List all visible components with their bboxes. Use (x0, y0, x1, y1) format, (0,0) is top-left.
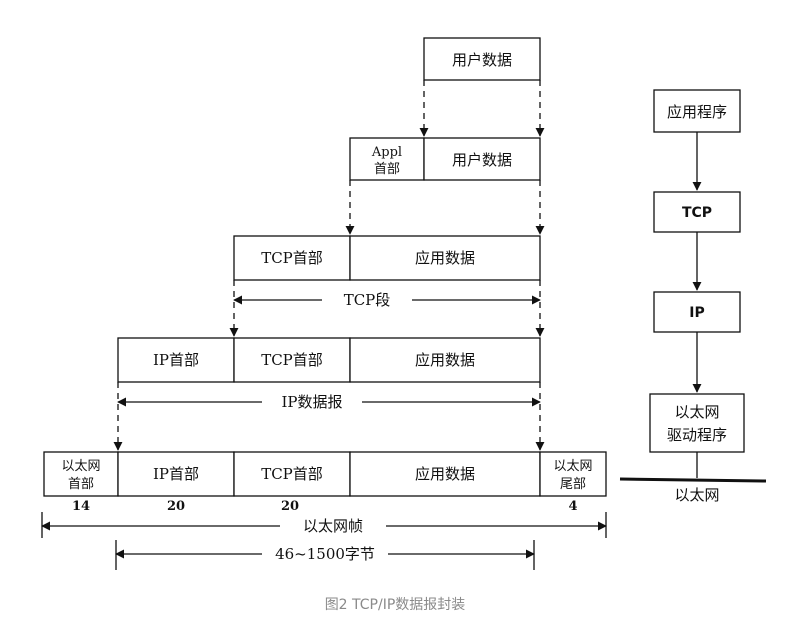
appl-user-data-box (423, 137, 541, 181)
row-tcp: TCP首部 应用数据 (233, 235, 541, 281)
eth-header-box (43, 451, 119, 497)
ip-header-label: IP首部 (153, 351, 199, 369)
stack-tcp-label: TCP (682, 205, 712, 221)
size-eth-trailer: 4 (568, 499, 577, 514)
stack-app-label: 应用程序 (667, 103, 727, 121)
appl-user-data-label: 用户数据 (452, 151, 512, 169)
stack-driver-label-2: 驱动程序 (667, 426, 727, 444)
row-user-data: 用户数据 (423, 37, 541, 81)
eth-ip-header-box (117, 451, 235, 497)
span-ip-label: IP数据报 (281, 393, 342, 411)
tcp-app-data-label: 应用数据 (415, 249, 475, 267)
span-tcp-segment: TCP段 (233, 291, 541, 309)
eth-app-data-label: 应用数据 (415, 465, 475, 483)
row-ip: IP首部 TCP首部 应用数据 (117, 337, 541, 383)
tcp-header-label: TCP首部 (261, 249, 323, 267)
ip-app-data-box (349, 337, 541, 383)
eth-tcp-header-box (233, 451, 351, 497)
span-frame-size: 46~1500字节 (115, 540, 535, 570)
size-ip-header: 20 (167, 499, 185, 514)
row-ethernet: 以太网 首部 IP首部 TCP首部 应用数据 以太网 尾部 (43, 451, 607, 497)
tcp-app-data-box (349, 235, 541, 281)
user-data-label: 用户数据 (452, 51, 512, 69)
figure-caption: 图2 TCP/IP数据报封装 (324, 597, 466, 613)
tcp-header-box (233, 235, 351, 281)
eth-trailer-label-1: 以太网 (553, 459, 592, 474)
span-ip-datagram: IP数据报 (117, 393, 541, 411)
span-frame-label: 以太网帧 (303, 517, 363, 535)
ip-header-box (117, 337, 235, 383)
eth-header-label-2: 首部 (68, 477, 94, 492)
stack-ip-label: IP (689, 305, 704, 321)
eth-trailer-label-2: 尾部 (560, 477, 586, 492)
ip-app-data-label: 应用数据 (415, 351, 475, 369)
size-eth-header: 14 (72, 499, 90, 514)
span-eth-frame: 以太网帧 (41, 512, 607, 538)
eth-header-label-1: 以太网 (61, 459, 100, 474)
user-data-box (423, 37, 541, 81)
size-tcp-header: 20 (281, 499, 299, 514)
ip-tcp-header-label: TCP首部 (261, 351, 323, 369)
span-size-label: 46~1500字节 (275, 545, 375, 563)
stack-network-label: 以太网 (674, 486, 719, 504)
stack-app-box (653, 89, 741, 133)
stack-ip-box (653, 291, 741, 333)
ip-tcp-header-box (233, 337, 351, 383)
stack-driver-label-1: 以太网 (674, 403, 719, 421)
protocol-stack: 应用程序 TCP IP 以太网 驱动程序 以太网 (619, 89, 767, 504)
appl-header-label-1: Appl (371, 145, 402, 160)
appl-header-label-2: 首部 (374, 162, 400, 177)
eth-ip-header-label: IP首部 (153, 465, 199, 483)
eth-tcp-header-label: TCP首部 (261, 465, 323, 483)
span-tcp-label: TCP段 (344, 291, 391, 309)
stack-tcp-box (653, 191, 741, 233)
row-application: Appl 首部 用户数据 (349, 137, 541, 181)
stack-driver-box (649, 393, 745, 453)
ethernet-wire (619, 477, 767, 483)
eth-app-data-box (349, 451, 541, 497)
appl-header-box (349, 137, 425, 181)
eth-trailer-box (539, 451, 607, 497)
